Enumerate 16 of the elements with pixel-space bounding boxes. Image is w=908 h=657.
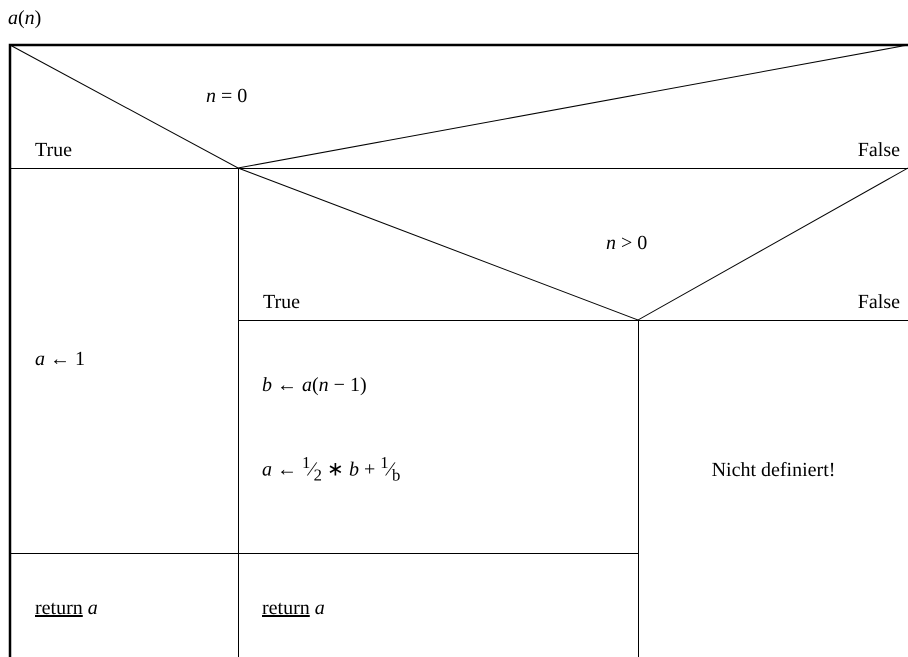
statement-text: Nicht definiert! [710, 458, 836, 482]
return-statement: return a [262, 596, 325, 620]
return-statement: return a [35, 596, 98, 620]
statement-text: a ← 1 [35, 347, 85, 371]
statement-block [638, 320, 908, 657]
true-branch-label: True [35, 138, 72, 162]
condition: n > 0 [606, 231, 648, 255]
false-branch-label: False [858, 138, 900, 162]
statement-block [238, 553, 638, 657]
condition: n = 0 [206, 84, 248, 108]
true-branch-label: True [263, 290, 300, 314]
statement-text: b ← a(n − 1) [262, 373, 367, 397]
function-heading: a(n) [8, 6, 42, 30]
statement-text: a ← $^{1}$⁄$_{2}$ ∗ b + $^{1}$⁄$_{b}$ [262, 453, 400, 486]
false-branch-label: False [858, 290, 900, 314]
statement-block [238, 320, 638, 553]
